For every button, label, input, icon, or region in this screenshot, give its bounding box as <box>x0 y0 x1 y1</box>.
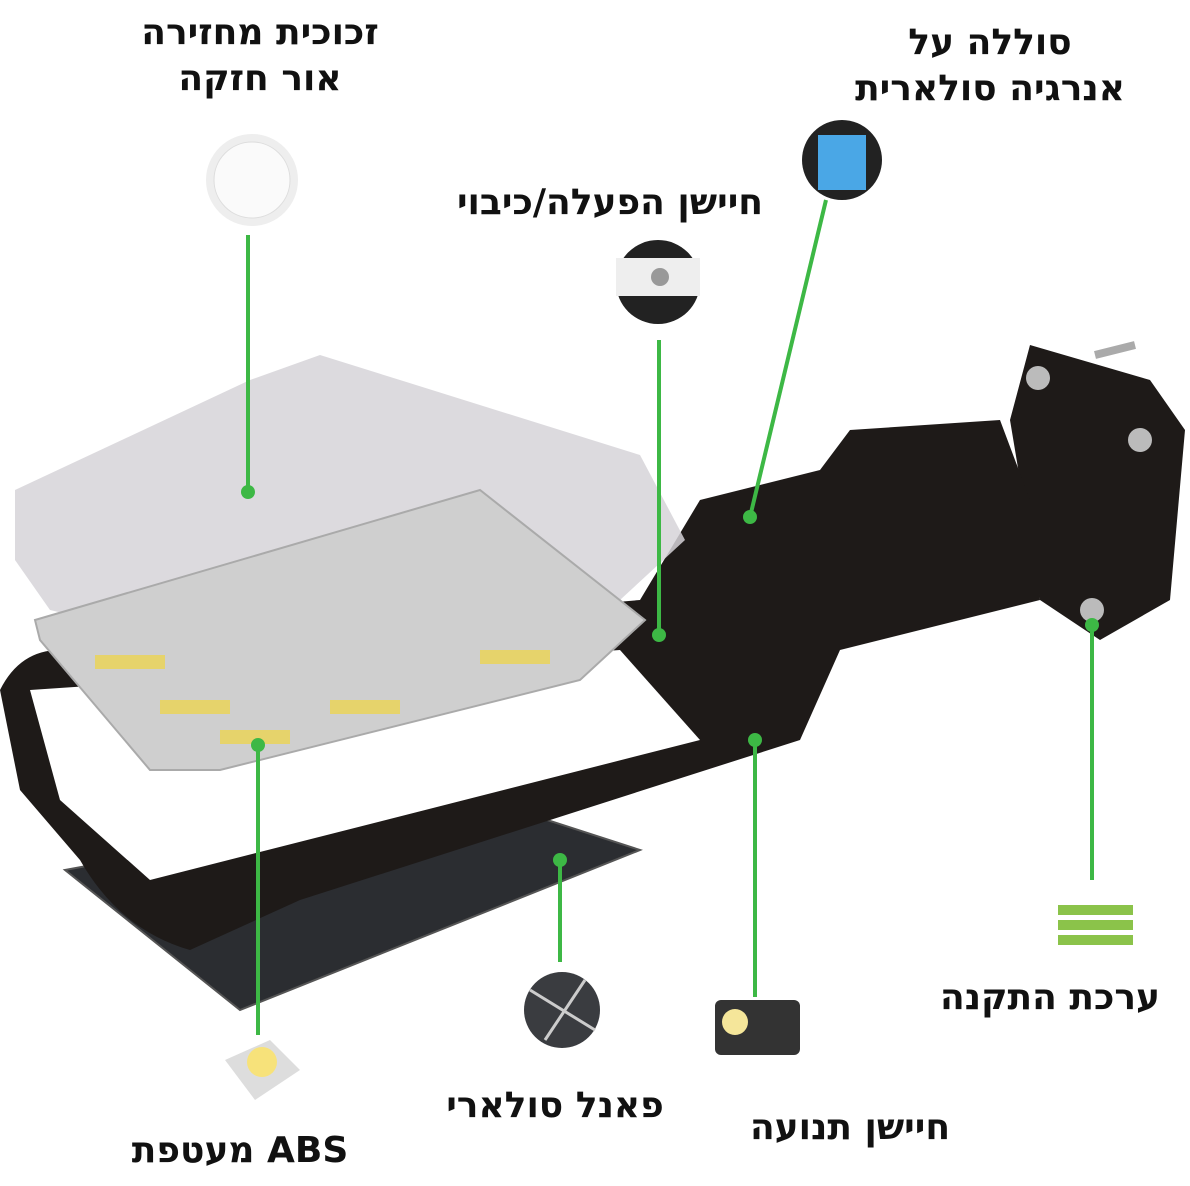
leader-lines <box>246 199 1094 1035</box>
label-install-kit: ערכת התקנה <box>939 977 1161 1018</box>
install-kit-icon <box>1058 905 1133 945</box>
battery-icon <box>802 120 882 200</box>
mounting-bracket <box>1010 341 1185 640</box>
label-reflective-glass: זכוכית מחזירה אור חזקה <box>130 10 390 102</box>
label-on-off-sensor: חיישן הפעלה/כיבוי <box>456 182 764 223</box>
label-line: אור חזקה <box>178 58 342 99</box>
label-abs-shell: ABS מעטפת <box>131 1130 349 1171</box>
led-chip-icon <box>206 134 298 226</box>
label-solar-battery: סוללה על אנרגיה סולארית <box>840 20 1140 112</box>
label-solar-panel: פאנל סולארי <box>446 1085 664 1126</box>
callout-dots <box>241 485 1099 867</box>
label-line: זכוכית מחזירה <box>141 12 379 53</box>
label-line: סוללה על <box>908 22 1072 63</box>
motion-sensor-icon <box>715 1000 800 1055</box>
smd-led-icon <box>225 1040 300 1100</box>
on-off-sensor-icon <box>616 240 700 324</box>
label-line: אנרגיה סולארית <box>855 68 1125 109</box>
solar-panel-icon <box>524 972 600 1048</box>
label-motion-sensor: חיישן תנועה <box>749 1107 951 1148</box>
